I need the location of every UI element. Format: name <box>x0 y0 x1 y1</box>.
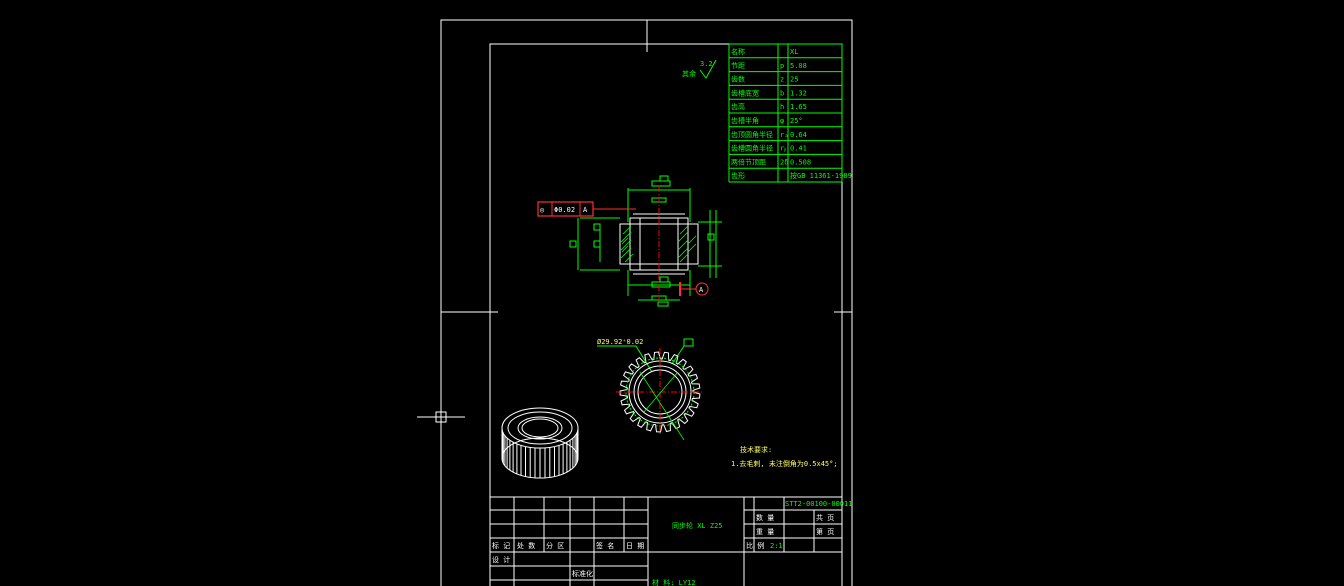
roughness-note: 其余 3.2 <box>682 59 717 79</box>
tb-design: 设 计 <box>492 555 510 564</box>
scale: 2:1 <box>770 542 783 550</box>
tb-std: 标准化 <box>572 569 593 578</box>
param-name: 名称 <box>731 47 745 56</box>
param-name: 齿槽半角 <box>731 116 759 125</box>
param-symbol: φ <box>780 117 784 125</box>
roughness-label: 其余 <box>682 69 696 78</box>
param-value: 25° <box>790 117 803 125</box>
diameter-dimension: Ø29.92⁺0.02 <box>597 338 643 346</box>
crosshair-icon <box>417 393 465 441</box>
gear-isometric-view <box>501 407 579 479</box>
param-name: 齿槽底宽 <box>731 88 759 97</box>
param-name: 齿形 <box>731 172 745 180</box>
tb-total: 共 页 <box>816 513 834 522</box>
tb-weight: 重 量 <box>756 528 774 536</box>
datum-label: A <box>699 286 704 294</box>
param-value: 5.08 <box>790 62 807 70</box>
tb-ratio: 比 例 <box>746 541 764 550</box>
tb-page: 第 页 <box>816 527 834 536</box>
gear-front-view: Ø29.92⁺0.02 <box>597 338 704 441</box>
param-symbol: 2δ <box>780 158 788 166</box>
geometric-tolerance-frame: ◎ Φ0.02 A <box>537 201 636 217</box>
tb-col-5: 日 期 <box>626 542 644 550</box>
drawing-number: STT2-00100-00011 <box>785 500 852 508</box>
technical-requirements: 技术要求: 1.去毛刺, 未注倒角为0.5x45°; <box>731 445 838 468</box>
roughness-value: 3.2 <box>700 60 713 68</box>
tolerance-datum: A <box>583 206 588 214</box>
param-value: 0.64 <box>790 131 807 139</box>
param-value: XL <box>790 48 798 56</box>
param-value: 25 <box>790 76 798 84</box>
title-block: 同步轮 XL Z25 STT2-00100-00011 材 料: LY12 2:… <box>490 496 852 586</box>
param-name: 节距 <box>731 62 745 70</box>
part-name: 同步轮 XL Z25 <box>672 521 723 530</box>
param-symbol: h <box>780 103 784 111</box>
param-symbol: b <box>780 89 784 97</box>
tech-title: 技术要求: <box>740 445 772 454</box>
param-value: 按GB 11361-1989 <box>790 171 852 180</box>
drawing-frame <box>440 19 853 586</box>
datum-marker: A <box>679 282 709 296</box>
param-name: 两倍节顶距 <box>731 157 766 166</box>
param-value: 1.32 <box>790 89 807 97</box>
param-symbol: p <box>780 62 784 70</box>
param-name: 齿顶圆角半径 <box>731 130 773 139</box>
tb-col-1: 标 记 <box>492 541 510 550</box>
tb-col-2: 处 数 <box>517 541 535 550</box>
concentricity-icon: ◎ <box>540 206 545 214</box>
param-value: 1.65 <box>790 103 807 111</box>
param-symbol: rᵦ <box>780 145 786 153</box>
material: 材 料: LY12 <box>652 578 696 586</box>
section-view: ◎ Φ0.02 A A <box>537 175 722 307</box>
param-name: 齿槽圆角半径 <box>731 144 773 153</box>
param-value: 0.41 <box>790 145 807 153</box>
param-name: 齿高 <box>731 102 745 111</box>
tolerance-value: Φ0.02 <box>554 206 575 214</box>
tech-note: 1.去毛刺, 未注倒角为0.5x45°; <box>731 459 838 468</box>
tb-qty: 数 量 <box>756 513 774 522</box>
param-value: 0.508 <box>790 158 811 166</box>
tb-col-4: 签 名 <box>596 541 614 550</box>
param-symbol: rₐ <box>780 131 788 139</box>
param-symbol: z <box>780 76 784 84</box>
param-name: 齿数 <box>731 75 745 84</box>
tb-col-3: 分 区 <box>546 541 564 550</box>
parameter-table: 名称 XL 节距 p 5.08 齿数 z 25 齿槽底宽 b 1.32 齿高 h 1.65 齿槽半角 φ 25°… <box>728 43 852 183</box>
